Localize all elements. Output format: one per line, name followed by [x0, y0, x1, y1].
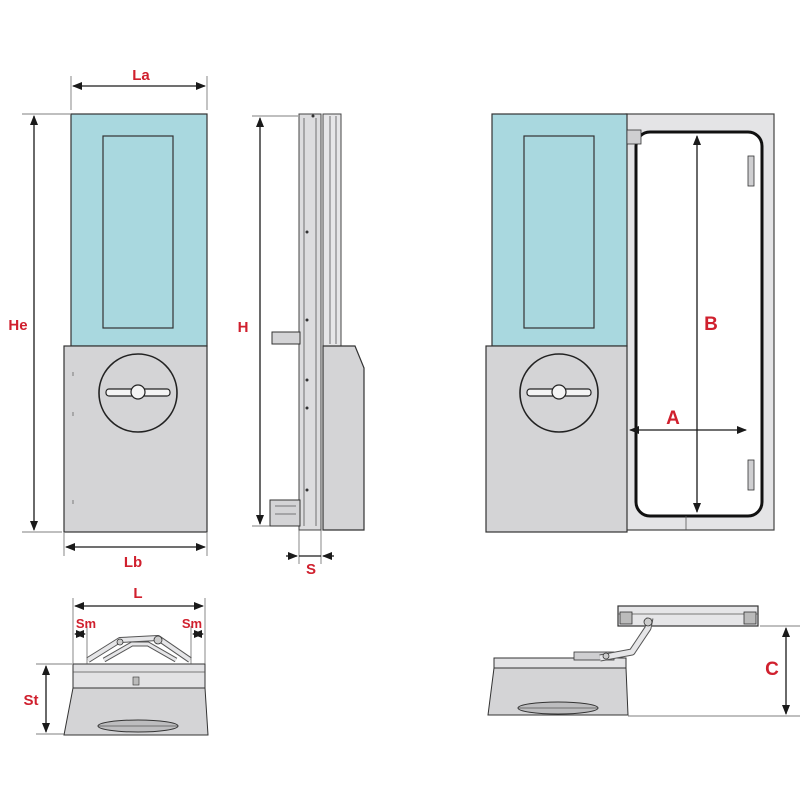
label-l: L: [133, 585, 142, 602]
label-h: H: [238, 319, 249, 336]
label-sm-right: Sm: [182, 616, 202, 631]
label-c: C: [765, 659, 779, 680]
top-open-frame: [493, 657, 627, 669]
front-window: [102, 135, 174, 329]
open-view: A B: [485, 113, 775, 533]
label-he: He: [8, 317, 27, 334]
side-view: H S: [238, 113, 365, 578]
side-bottom-bracket: [269, 499, 301, 527]
label-lb: Lb: [124, 554, 142, 571]
label-a: A: [666, 408, 680, 429]
side-lower-body: [322, 345, 365, 531]
label-b: B: [704, 314, 718, 335]
label-sm-left: Sm: [76, 616, 96, 631]
side-glass-edge: [322, 113, 342, 347]
side-bracket: [271, 331, 301, 345]
side-main-frame: [298, 113, 322, 531]
top-open-panel: [617, 605, 759, 627]
top-view: L Sm Sm St: [24, 585, 209, 736]
label-s: S: [306, 561, 316, 578]
top-view-open: C: [487, 605, 800, 717]
front-view: La He Lb: [8, 67, 208, 571]
open-window: [523, 135, 595, 329]
label-st: St: [24, 692, 39, 709]
label-la: La: [132, 67, 150, 84]
front-hatch-hub: [130, 384, 146, 400]
open-hatch-hub: [551, 384, 567, 400]
open-inner-opening: [634, 130, 764, 518]
